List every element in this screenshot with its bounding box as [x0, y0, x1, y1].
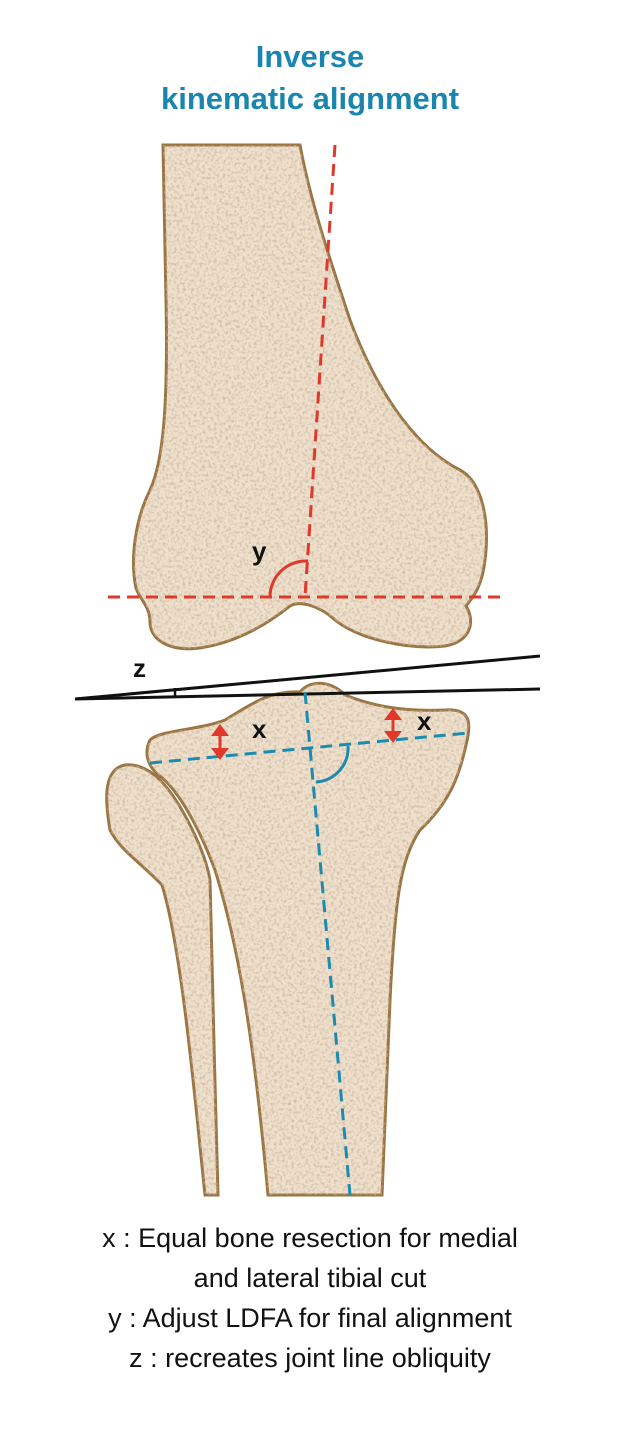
caption-line-3: y : Adjust LDFA for final alignment: [108, 1303, 512, 1333]
femoral-mechanical-axis: [108, 144, 507, 599]
tibia: [145, 681, 471, 1197]
diagram-title: Inverse kinematic alignment: [0, 36, 620, 120]
ldfa-angle-arc: [268, 559, 309, 598]
label-z: z: [133, 653, 146, 683]
title-line-2: kinematic alignment: [160, 81, 460, 116]
label-y: y: [252, 536, 267, 566]
fibula: [105, 763, 220, 1197]
label-x-lateral: x: [417, 706, 432, 736]
femur: [132, 143, 488, 651]
caption-line-2: and lateral tibial cut: [193, 1263, 427, 1293]
caption-line-1: x : Equal bone resection for medial: [102, 1223, 518, 1253]
caption-line-4: z : recreates joint line obliquity: [129, 1343, 491, 1373]
caption: x : Equal bone resection for medial and …: [0, 1218, 620, 1378]
tibial-angle-arc: [315, 745, 350, 784]
resection-arrows: [211, 708, 402, 760]
joint-line-obliquity: [74, 654, 541, 701]
tibial-axis: [149, 691, 469, 1196]
label-x-medial: x: [252, 714, 267, 744]
title-line-1: Inverse: [255, 39, 365, 74]
